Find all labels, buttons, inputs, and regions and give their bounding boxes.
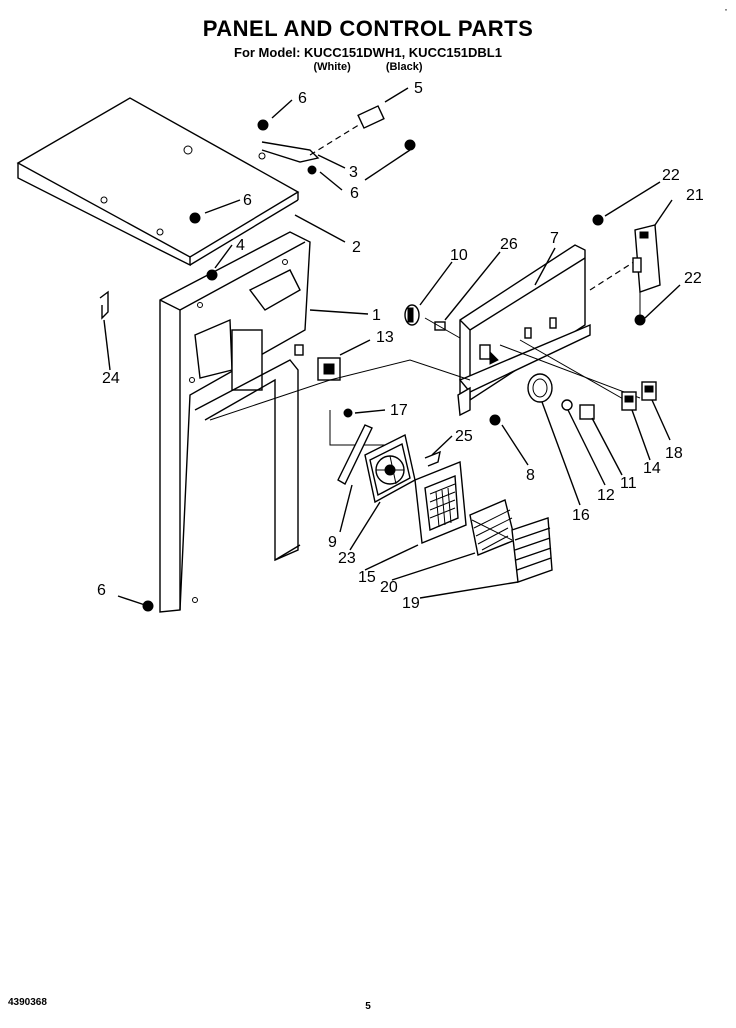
callout-11: 11 [620,475,637,492]
callout-8: 8 [526,467,535,484]
document-number: 4390368 [8,997,47,1008]
corner-mark: · [724,2,728,16]
callout-17: 17 [390,402,408,419]
leader-lines [103,87,681,606]
page-number: 5 [365,1001,371,1012]
callout-18: 18 [665,445,683,462]
main-panel [159,231,311,613]
callout-16: 16 [572,507,590,524]
callout-2: 2 [352,239,361,256]
model-line: For Model: KUCC151DWH1, KUCC151DBL1 [234,45,502,60]
callout-numbers: 6 5 3 6 6 2 4 1 13 10 26 7 24 17 25 8 9 … [97,80,704,612]
callout-22: 22 [684,270,702,287]
filter-frame-15 [414,461,467,544]
variant-white: (White) [313,61,351,73]
side-bracket-21 [589,214,661,326]
callout-21: 21 [686,187,704,204]
callout-26: 26 [500,236,518,253]
color-variants: (White) (Black) [0,61,736,73]
callout-3: 3 [349,164,358,181]
callout-6: 6 [243,192,252,209]
callout-22: 22 [662,167,680,184]
callout-6: 6 [298,90,307,107]
knob-parts [404,304,461,339]
callout-6: 6 [350,185,359,202]
callout-13: 13 [376,329,394,346]
wire-lines [209,359,501,446]
callout-9: 9 [328,534,337,551]
clip-24 [99,290,109,320]
hinge-bracket [142,105,416,612]
variant-black: (Black) [385,61,423,73]
callout-15: 15 [358,569,376,586]
callout-6: 6 [97,582,106,599]
callout-20: 20 [380,579,398,596]
callout-4: 4 [236,237,245,254]
control-panel-7 [457,244,591,417]
callout-23: 23 [338,550,356,567]
grille-19 [511,517,553,583]
control-components [499,339,657,420]
top-plate [16,97,300,267]
filter-20 [469,499,516,556]
callout-10: 10 [450,247,468,264]
callout-14: 14 [643,460,661,477]
fan-23 [364,433,416,504]
switch-13 [317,357,341,381]
callout-24: 24 [102,370,120,387]
callout-7: 7 [550,230,559,247]
callout-12: 12 [597,487,615,504]
callout-1: 1 [372,307,381,324]
callout-5: 5 [414,80,423,97]
page-title: PANEL AND CONTROL PARTS [202,16,534,41]
callout-25: 25 [455,428,473,445]
callout-19: 19 [402,595,420,612]
fan-bracket-9 [337,424,373,485]
